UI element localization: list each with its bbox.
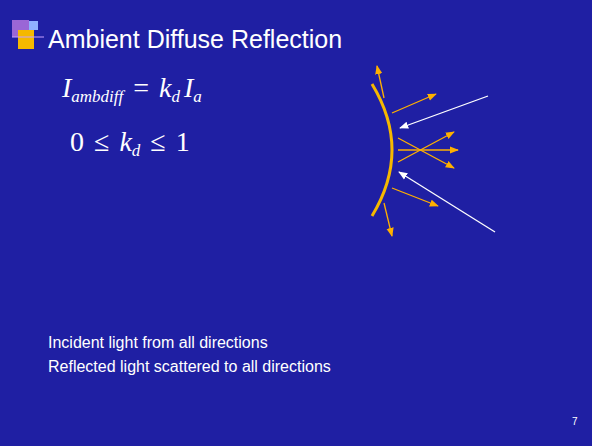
formula-symbol: 1 [176, 126, 190, 157]
formula-subscript: ambdiff [71, 87, 123, 106]
formula-symbol: 0 [70, 126, 84, 157]
formula-symbol: ≤ [150, 126, 165, 157]
reflected-ray [398, 149, 458, 150]
formula-symbol: k [159, 72, 171, 103]
formula-symbol: I [62, 72, 71, 103]
formula-row: 0 ≤ kd ≤1 [70, 126, 190, 161]
formula-row: Iambdiff=kdIa [62, 72, 202, 107]
formula-symbol: ≤ [94, 126, 109, 157]
formula-symbol: = [133, 72, 149, 103]
reflected-ray [398, 132, 454, 162]
page-number: 7 [572, 416, 578, 427]
formula-symbol: k [119, 126, 131, 157]
corner-square [18, 30, 34, 49]
formula-subscript: a [193, 87, 202, 106]
caption-note: Reflected light scattered to all directi… [48, 358, 331, 376]
reflected-ray [398, 138, 454, 168]
reflected-ray [392, 188, 438, 206]
caption-note: Incident light from all directions [48, 334, 268, 352]
formula-symbol: I [184, 72, 193, 103]
slide-title: Ambient Diffuse Reflection [48, 25, 342, 54]
corner-line [12, 37, 44, 38]
formula-subscript: d [172, 87, 181, 106]
reflected-ray [384, 203, 392, 236]
reflected-ray [377, 66, 384, 98]
incident-ray [400, 96, 488, 128]
surface-arc [372, 84, 392, 216]
formula-subscript: d [132, 141, 141, 160]
corner-square [29, 21, 38, 30]
incident-ray [399, 172, 495, 232]
reflected-ray [392, 94, 436, 113]
